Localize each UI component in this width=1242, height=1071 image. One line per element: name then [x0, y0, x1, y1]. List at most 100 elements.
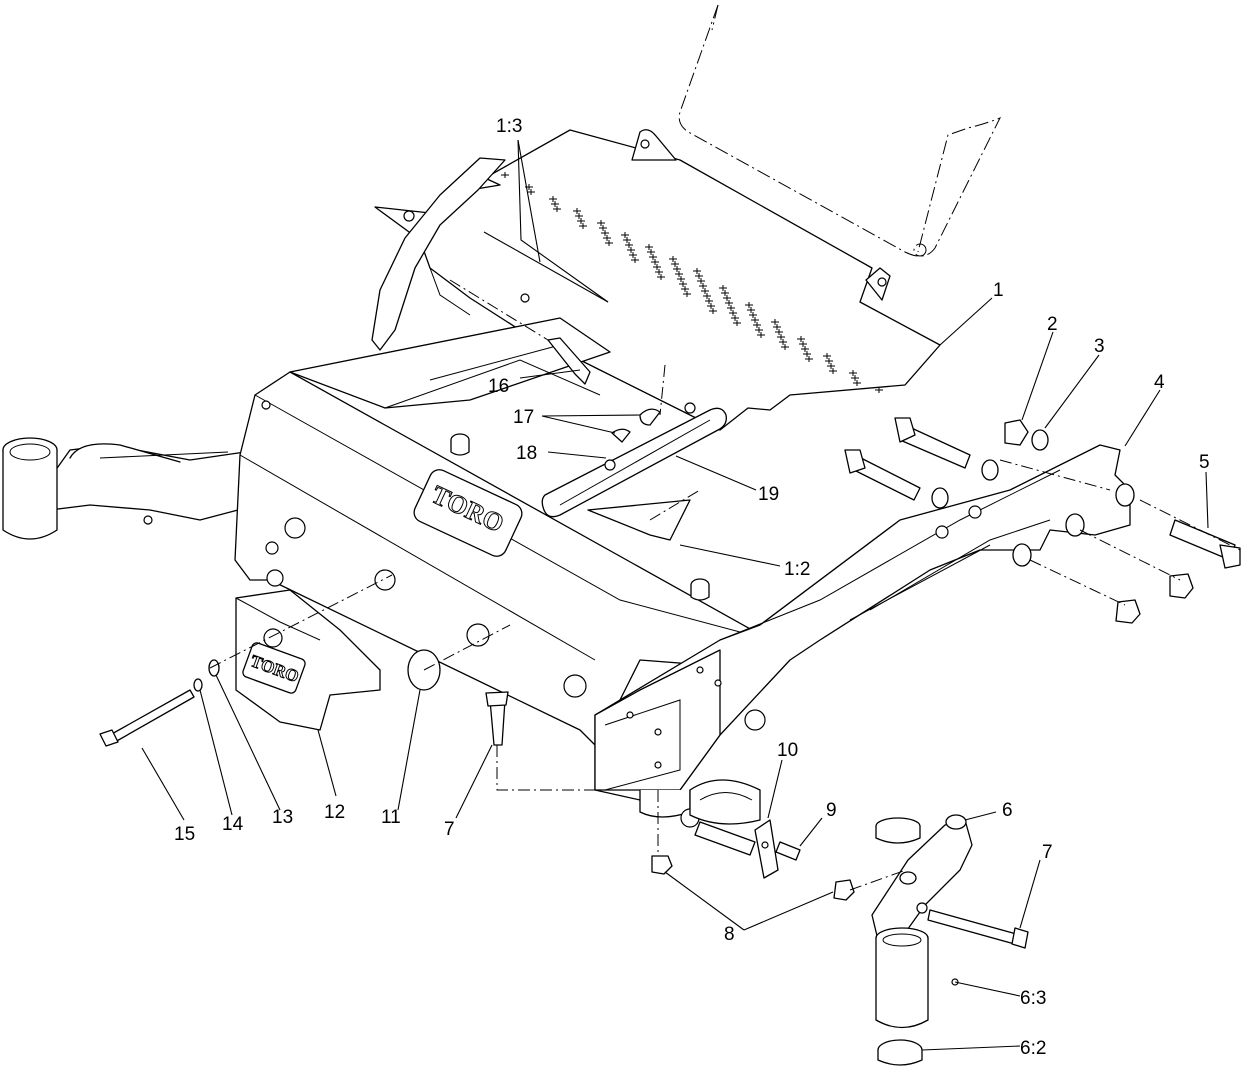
perforation-mark: [749, 312, 757, 318]
perforation-mark: [805, 356, 813, 362]
link-rod: [541, 402, 727, 518]
perforation-mark: [575, 213, 583, 219]
perforation-mark: [621, 232, 629, 238]
perforation-mark: [801, 346, 809, 352]
callout-9: 9: [826, 800, 837, 821]
callout-19: 19: [758, 484, 779, 505]
perforation-mark: [553, 206, 561, 212]
detent-pin: [547, 337, 591, 385]
callout-6-2: 6:2: [1020, 1038, 1046, 1059]
perforation-mark: [709, 308, 717, 314]
perforation-mark: [681, 286, 689, 292]
perforation-mark: [827, 363, 835, 369]
carriage-bolts: [844, 417, 1241, 624]
perforation-mark: [779, 339, 787, 345]
callout-16: 16: [488, 376, 509, 397]
callout-13: 13: [272, 807, 293, 828]
perforation-mark: [677, 276, 685, 282]
hitch-hardware: [99, 659, 220, 747]
perforation-mark: [579, 223, 587, 229]
perforation-mark: [853, 380, 861, 386]
perforation-mark: [849, 370, 857, 376]
perforation-mark: [647, 249, 655, 255]
lower-hardware: [651, 819, 855, 901]
perforation-mark: [803, 351, 811, 357]
perforation-mark: [781, 344, 789, 350]
perforation-mark: [501, 172, 509, 178]
foot-plate: [374, 129, 941, 431]
perforation-mark: [757, 332, 765, 338]
callout-11: 11: [381, 807, 401, 828]
callout-8: 8: [724, 924, 735, 945]
perforation-mark: [651, 259, 659, 265]
callout-17: 17: [513, 407, 534, 428]
perforation-mark: [673, 266, 681, 272]
perforation-mark: [699, 283, 707, 289]
perforation-mark: [707, 303, 715, 309]
perforation-mark: [603, 235, 611, 241]
perforation-mark: [745, 302, 753, 308]
callout-5: 5: [1199, 452, 1210, 473]
callout-7-right: 7: [1042, 842, 1053, 863]
perforation-mark: [623, 237, 631, 243]
perforation-mark: [653, 264, 661, 270]
perforation-mark: [597, 220, 605, 226]
perforation-mark: [851, 375, 859, 381]
right-caster-arm: [871, 814, 1029, 1066]
perforation-mark: [551, 201, 559, 207]
leader-lines: [141, 139, 1209, 1051]
perforation-mark: [629, 252, 637, 258]
perforation-mark: [729, 310, 737, 316]
callout-1-3: 1:3: [496, 116, 522, 137]
centerlines: [209, 279, 1241, 891]
perforation-mark: [751, 317, 759, 323]
perforation-mark: [627, 247, 635, 253]
seat-phantom: [678, 4, 1002, 257]
callout-2: 2: [1047, 314, 1058, 335]
left-caster-arm: [2, 157, 506, 540]
perforation-mark: [549, 196, 557, 202]
perforation-mark: [825, 358, 833, 364]
perforation-mark: [777, 334, 785, 340]
callout-18: 18: [516, 443, 537, 464]
perforation-mark: [725, 300, 733, 306]
perforation-mark: [655, 269, 663, 275]
perforation-mark: [799, 341, 807, 347]
perforation-mark: [693, 268, 701, 274]
perforation-mark: [625, 242, 633, 248]
perforation-mark: [753, 322, 761, 328]
perforation-mark: [703, 293, 711, 299]
perforation-mark: [875, 387, 883, 393]
perforation-mark: [697, 278, 705, 284]
perforation-mark: [829, 368, 837, 374]
perforation-mark: [823, 353, 831, 359]
perforation-mark: [599, 225, 607, 231]
perforation-mark: [649, 254, 657, 260]
perforation-mark: [723, 295, 731, 301]
callout-14: 14: [222, 814, 244, 835]
hitch-block: TORO: [235, 589, 381, 731]
callout-3: 3: [1094, 336, 1105, 357]
perforation-mark: [721, 290, 729, 296]
callout-6: 6: [1002, 800, 1013, 821]
callout-labels: 1:3 1 2 3 4 5 16 17 18 19 1:2 15 14 13 1…: [174, 116, 1210, 1059]
perforation-mark: [601, 230, 609, 236]
perforation-mark: [719, 285, 727, 291]
callout-10: 10: [777, 740, 798, 761]
perforation-pattern: [501, 172, 883, 393]
perforation-mark: [683, 291, 691, 297]
perforation-mark: [733, 320, 741, 326]
perforation-mark: [695, 273, 703, 279]
right-frame-arm: [594, 444, 1135, 828]
callout-1: 1: [993, 280, 1004, 301]
callout-6-3: 6:3: [1020, 988, 1046, 1009]
perforation-mark: [755, 327, 763, 333]
perforation-mark: [645, 244, 653, 250]
main-frame: TORO: [234, 293, 771, 746]
center-bolt: [485, 691, 509, 746]
perforation-mark: [705, 298, 713, 304]
callout-1-2: 1:2: [784, 559, 810, 580]
perforation-mark: [679, 281, 687, 287]
bracket-plate: [587, 499, 691, 541]
